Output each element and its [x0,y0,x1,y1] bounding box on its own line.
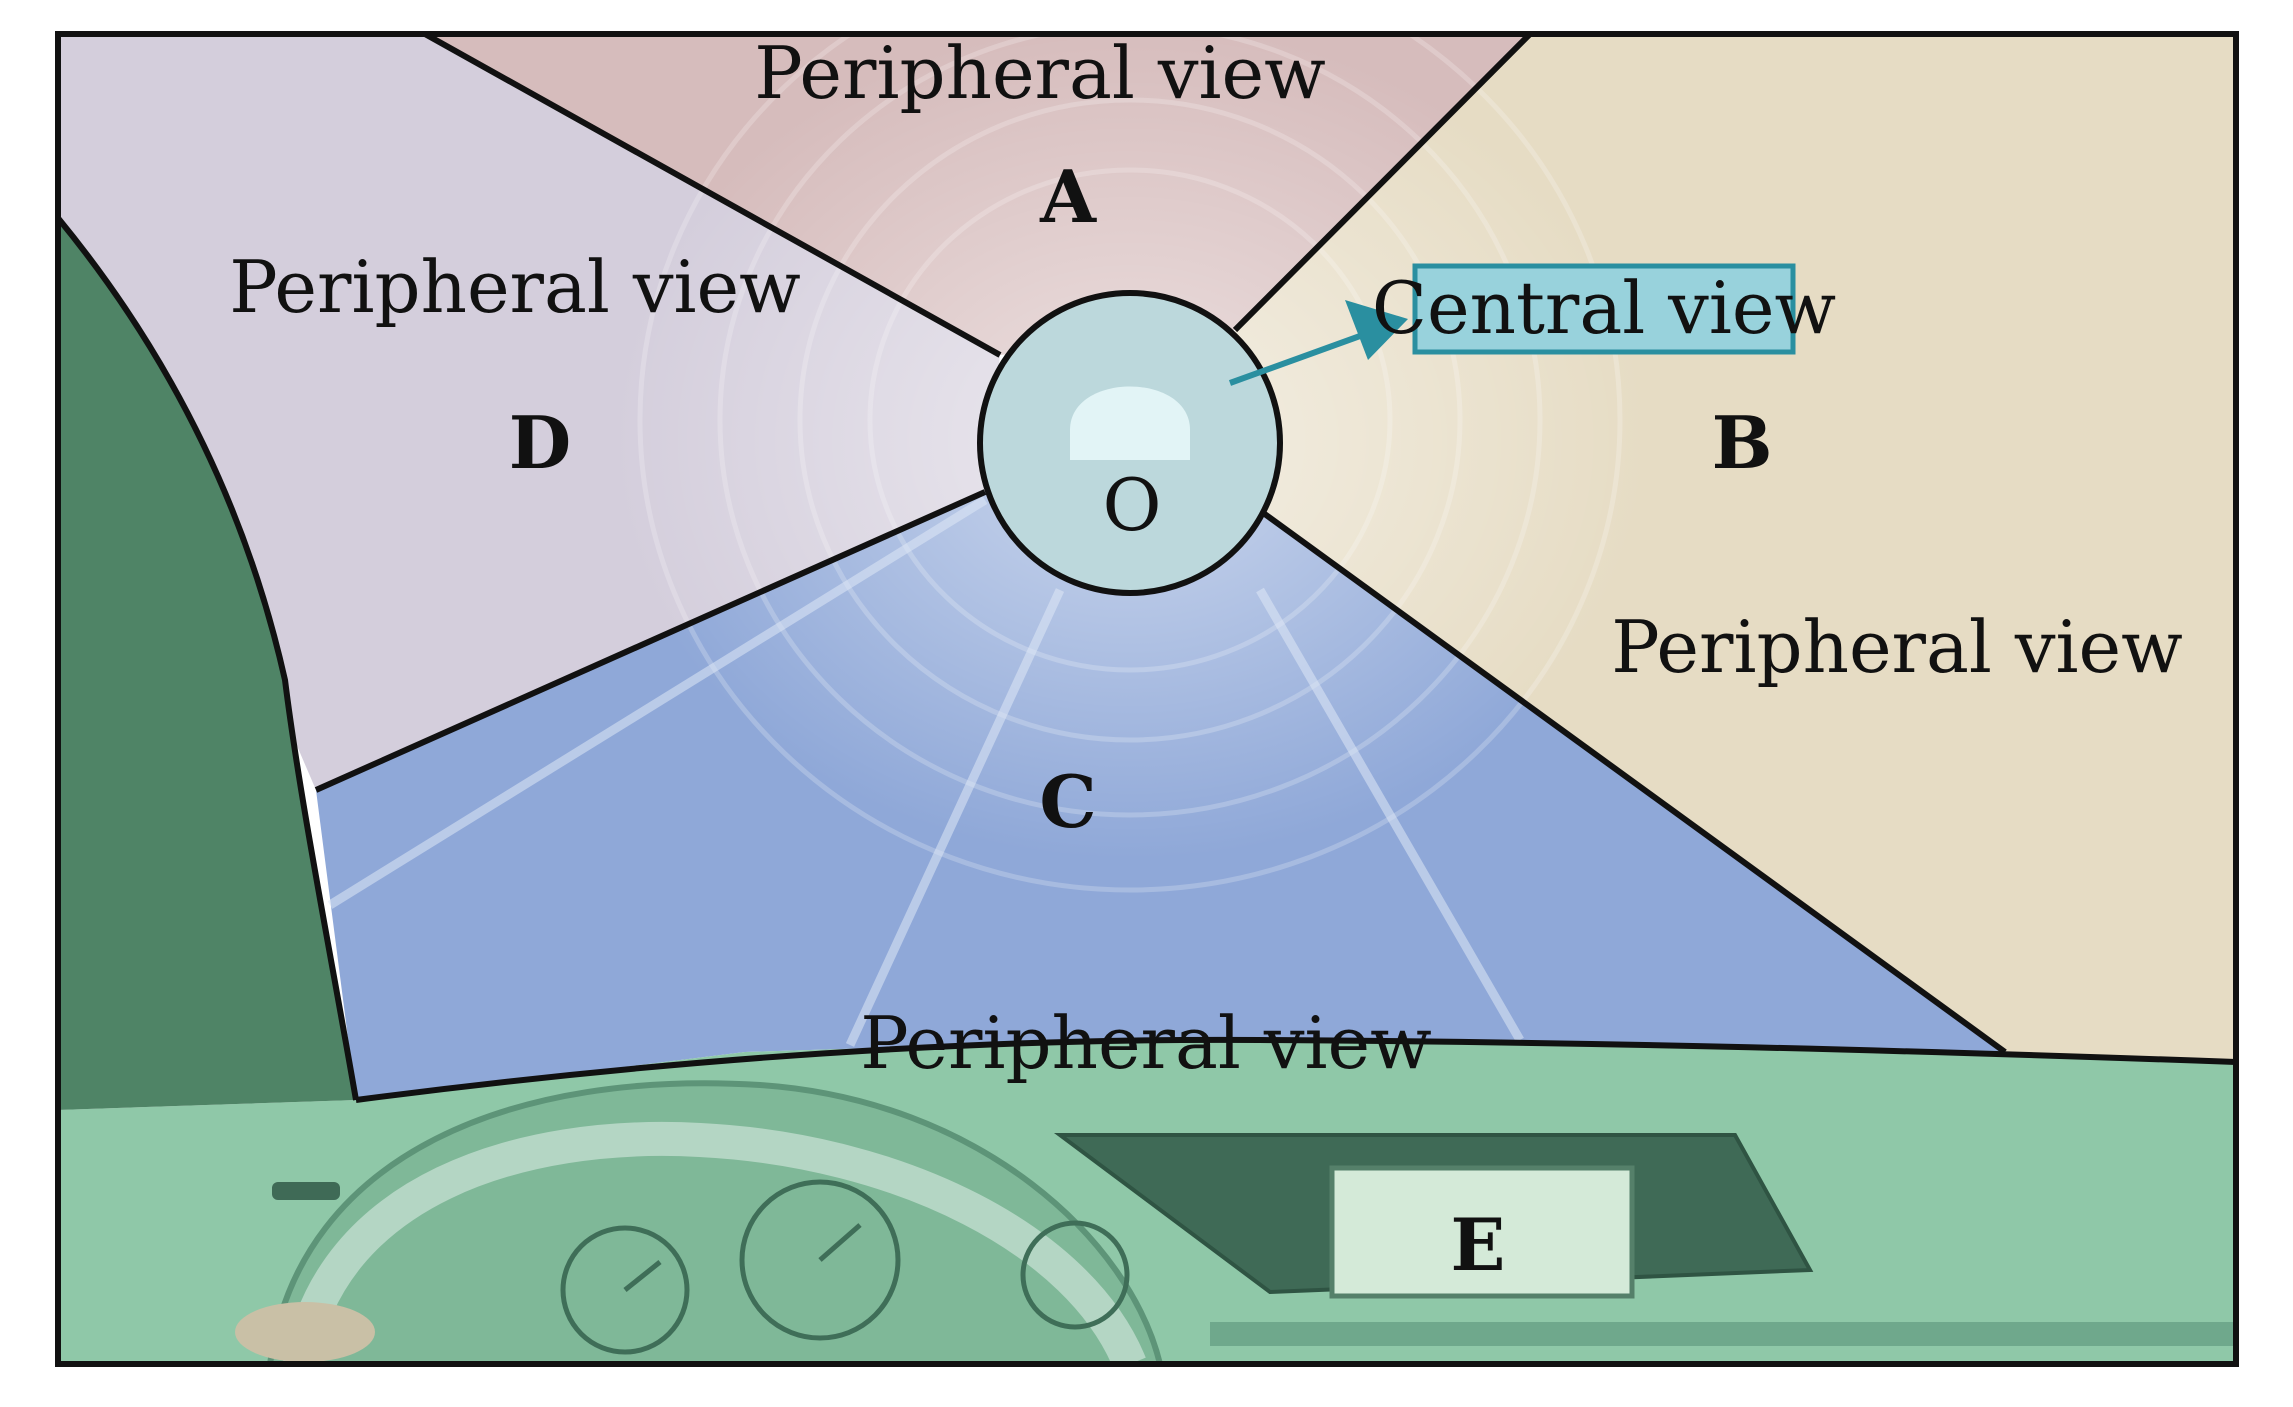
region-a-letter: A [1039,154,1097,239]
central-view-label: Central view [1372,266,1836,350]
region-b-label: Peripheral view [1611,605,2183,689]
central-view-callout: Central view [1228,263,1836,386]
region-b-letter: B [1712,400,1773,485]
boundary-a-d [423,34,1002,358]
air-vent-left [272,1182,340,1200]
dashboard-details [235,1080,2236,1364]
callout-arrow-head [1345,300,1408,360]
region-d-peripheral-left [58,34,1000,790]
navigation-screen-icon [1329,1165,1635,1299]
tunnel-exit-icon [1070,386,1190,460]
air-vent-right [1210,1322,2236,1346]
boundary-a-b [1232,34,1533,333]
boundary-b-c [1260,509,2007,1055]
region-c-label: Peripheral view [860,1001,1432,1085]
steering-wheel-icon [283,1121,1146,1364]
region-d-letter: D [509,400,571,485]
a-pillar [58,218,356,1110]
dashboard-gauge-icon [560,1179,1130,1355]
region-c-letter: C [1039,759,1096,844]
region-a-label: Peripheral view [754,31,1326,115]
driver-hand [235,1302,375,1362]
region-boundaries [58,34,2236,1103]
lane-markings [327,496,1524,1047]
callout-arrow-shaft [1228,333,1362,386]
region-e-letter: E [1451,1202,1506,1287]
central-view-letter: O [1102,463,1161,547]
region-d-label: Peripheral view [229,245,801,329]
boundary-dashboard [355,1036,2236,1103]
frame-border [55,31,2239,1367]
central-view-label-box [1412,263,1796,355]
boundary-pillar [58,216,359,1101]
boundary-c-d [314,489,987,793]
